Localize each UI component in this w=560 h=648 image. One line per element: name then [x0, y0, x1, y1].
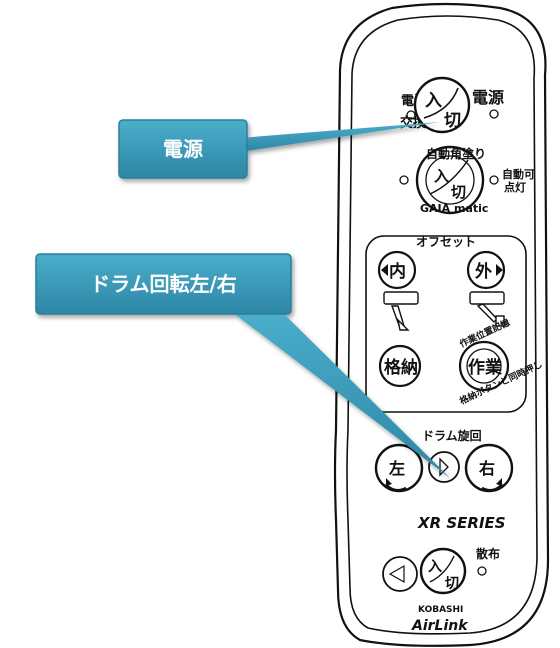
offset-out-pictogram	[469, 291, 505, 327]
offset-out-button[interactable]	[466, 250, 506, 290]
power-callout-label: 電源	[163, 137, 203, 161]
power-callout	[118, 119, 440, 179]
auto-lamp-top: 自動可	[502, 167, 535, 181]
spread-mode-button[interactable]	[382, 556, 418, 592]
offset-panel: オフセット 内 外 格納 作業 作業位置記憶 格納ボタンと同時押し	[365, 235, 544, 413]
offset-label: オフセット	[416, 235, 476, 249]
spread-section: 入 切 散布	[382, 546, 500, 595]
drum-left-label: 左	[388, 459, 405, 478]
spread-indicator	[477, 566, 487, 576]
brand-top: KOBASHI	[418, 605, 463, 615]
series-logo: XR SERIES	[417, 514, 506, 532]
power-off-label: 切	[444, 111, 461, 131]
stow-label: 格納	[384, 357, 418, 378]
gaia-matic-label: GAIA matic	[420, 202, 488, 215]
power-on-label: 入	[425, 91, 442, 111]
auto-lamp-bottom: 点灯	[504, 180, 526, 194]
drum-rotate-label: ドラム旋回	[422, 428, 482, 443]
spread-button[interactable]	[419, 547, 467, 595]
drum-right-label: 右	[479, 459, 495, 478]
offset-out-label: 外	[475, 261, 492, 282]
work-label: 作業	[468, 357, 502, 378]
power-button[interactable]	[413, 76, 471, 134]
drum-rotate-section: ドラム旋回 左 右	[374, 428, 514, 493]
spread-on-label: 入	[428, 559, 442, 575]
auto-on-label: 入	[434, 167, 449, 185]
offset-in-pictogram	[383, 291, 419, 331]
auto-lamp-indicator	[489, 175, 499, 185]
offset-in-label: 内	[389, 261, 406, 282]
brand-logo: AirLink	[411, 618, 469, 634]
power-section: 電池 交換 入 切 電源	[400, 76, 504, 134]
offset-in-button[interactable]	[377, 250, 417, 290]
drum-rotate-callout	[35, 253, 450, 478]
drum-rotate-callout-label: ドラム回転左/右	[90, 272, 237, 296]
spread-label: 散布	[476, 546, 500, 561]
auto-corner-label: 自動角塗り	[426, 146, 486, 161]
battery-indicator	[406, 110, 416, 120]
power-indicator	[489, 109, 499, 119]
stow-button[interactable]	[378, 344, 422, 388]
spread-off-label: 切	[445, 576, 459, 592]
auto-off-label: 切	[451, 183, 466, 201]
power-label: 電源	[472, 88, 504, 107]
auto-corner-section: 自動角塗り 入 切 GAIA matic 自動可 点灯	[399, 145, 535, 215]
